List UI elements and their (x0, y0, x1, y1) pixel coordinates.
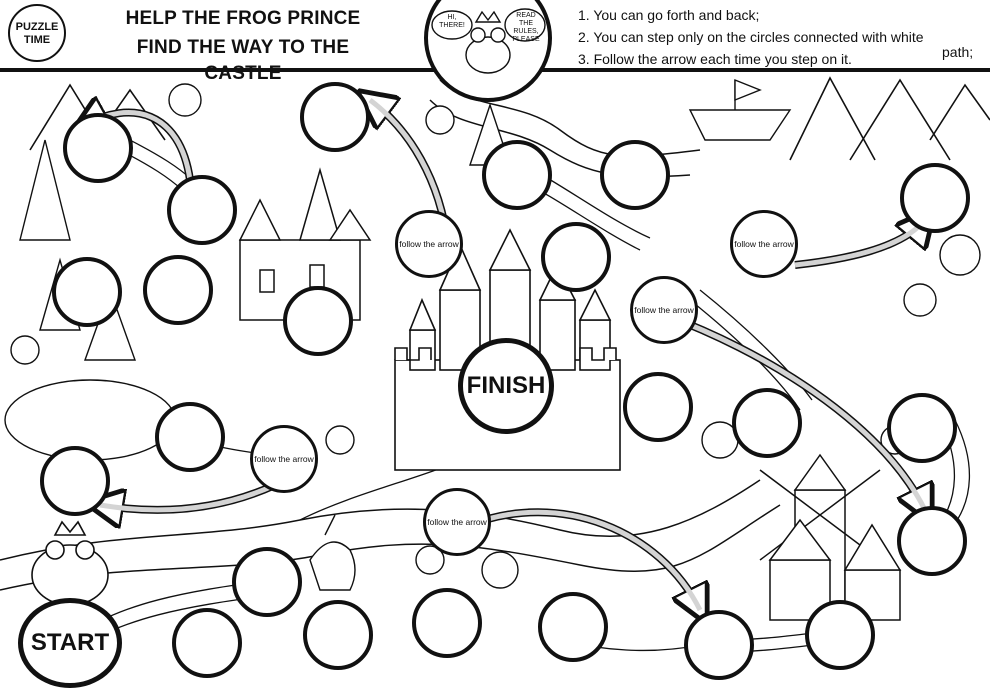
page-title-line-1: HELP THE FROG PRINCE (125, 8, 361, 29)
logo-line-2: TIME (23, 34, 51, 46)
follow-arrow-circle[interactable]: follow the arrow (730, 210, 798, 278)
rules-list: 1. You can go forth and back; 2. You can… (578, 4, 988, 70)
board-circle[interactable] (600, 140, 670, 210)
unicorn (309, 514, 356, 591)
rule-2-tail: path; (942, 44, 974, 60)
board-circle[interactable] (40, 446, 110, 516)
follow-arrow-circle[interactable]: follow the arrow (423, 488, 491, 556)
board-circle[interactable] (63, 113, 133, 183)
board-circle[interactable] (172, 608, 242, 678)
board-circle[interactable] (541, 222, 611, 292)
board-circle[interactable] (887, 393, 957, 463)
board-circle[interactable] (283, 286, 353, 356)
board-circle[interactable] (482, 140, 552, 210)
board-circle[interactable] (167, 175, 237, 245)
finish-circle[interactable]: FINISH (458, 338, 554, 434)
board-circle[interactable] (412, 588, 482, 658)
start-label: START (30, 629, 110, 656)
follow-arrow-circle[interactable]: follow the arrow (250, 425, 318, 493)
rule-2: 2. You can step only on the circles conn… (578, 29, 924, 45)
follow-arrow-label: follow the arrow (734, 238, 794, 249)
start-circle[interactable]: START (18, 598, 122, 688)
follow-arrow-label: follow the arrow (634, 304, 694, 315)
page-title-line-2: FIND THE WAY TO THE CASTLE (136, 37, 350, 84)
board-circle[interactable] (805, 600, 875, 670)
board-circle[interactable] (232, 547, 302, 617)
windmill-village (759, 453, 902, 621)
rule-3: 3. Follow the arrow each time you step o… (578, 51, 852, 67)
board-circle[interactable] (732, 388, 802, 458)
speech-bubble-right: READ THE RULES, PLEASE (512, 12, 540, 43)
board-circle[interactable] (538, 592, 608, 662)
frog-prince (31, 520, 109, 606)
puzzle-time-logo: PUZZLE TIME (8, 4, 66, 62)
logo-line-1: PUZZLE (15, 21, 59, 33)
frog-badge-art (431, 8, 546, 74)
speech-bubble-left: HI, THERE! (439, 14, 465, 29)
ship (688, 78, 792, 141)
board-circle[interactable] (143, 255, 213, 325)
follow-arrow-label: follow the arrow (427, 516, 487, 527)
finish-label: FINISH (466, 372, 546, 399)
follow-arrow-label: follow the arrow (254, 453, 314, 464)
pond (4, 379, 176, 461)
board-circle[interactable] (300, 82, 370, 152)
board-circle[interactable] (303, 600, 373, 670)
follow-arrow-circle[interactable]: follow the arrow (630, 276, 698, 344)
follow-arrow-label: follow the arrow (399, 238, 459, 249)
follow-arrow-circle[interactable]: follow the arrow (395, 210, 463, 278)
board-circle[interactable] (155, 402, 225, 472)
board-circle[interactable] (684, 610, 754, 680)
board-circle[interactable] (900, 163, 970, 233)
board-circle[interactable] (623, 372, 693, 442)
rule-1: 1. You can go forth and back; (578, 7, 760, 23)
board-circle[interactable] (897, 506, 967, 576)
board-circle[interactable] (52, 257, 122, 327)
